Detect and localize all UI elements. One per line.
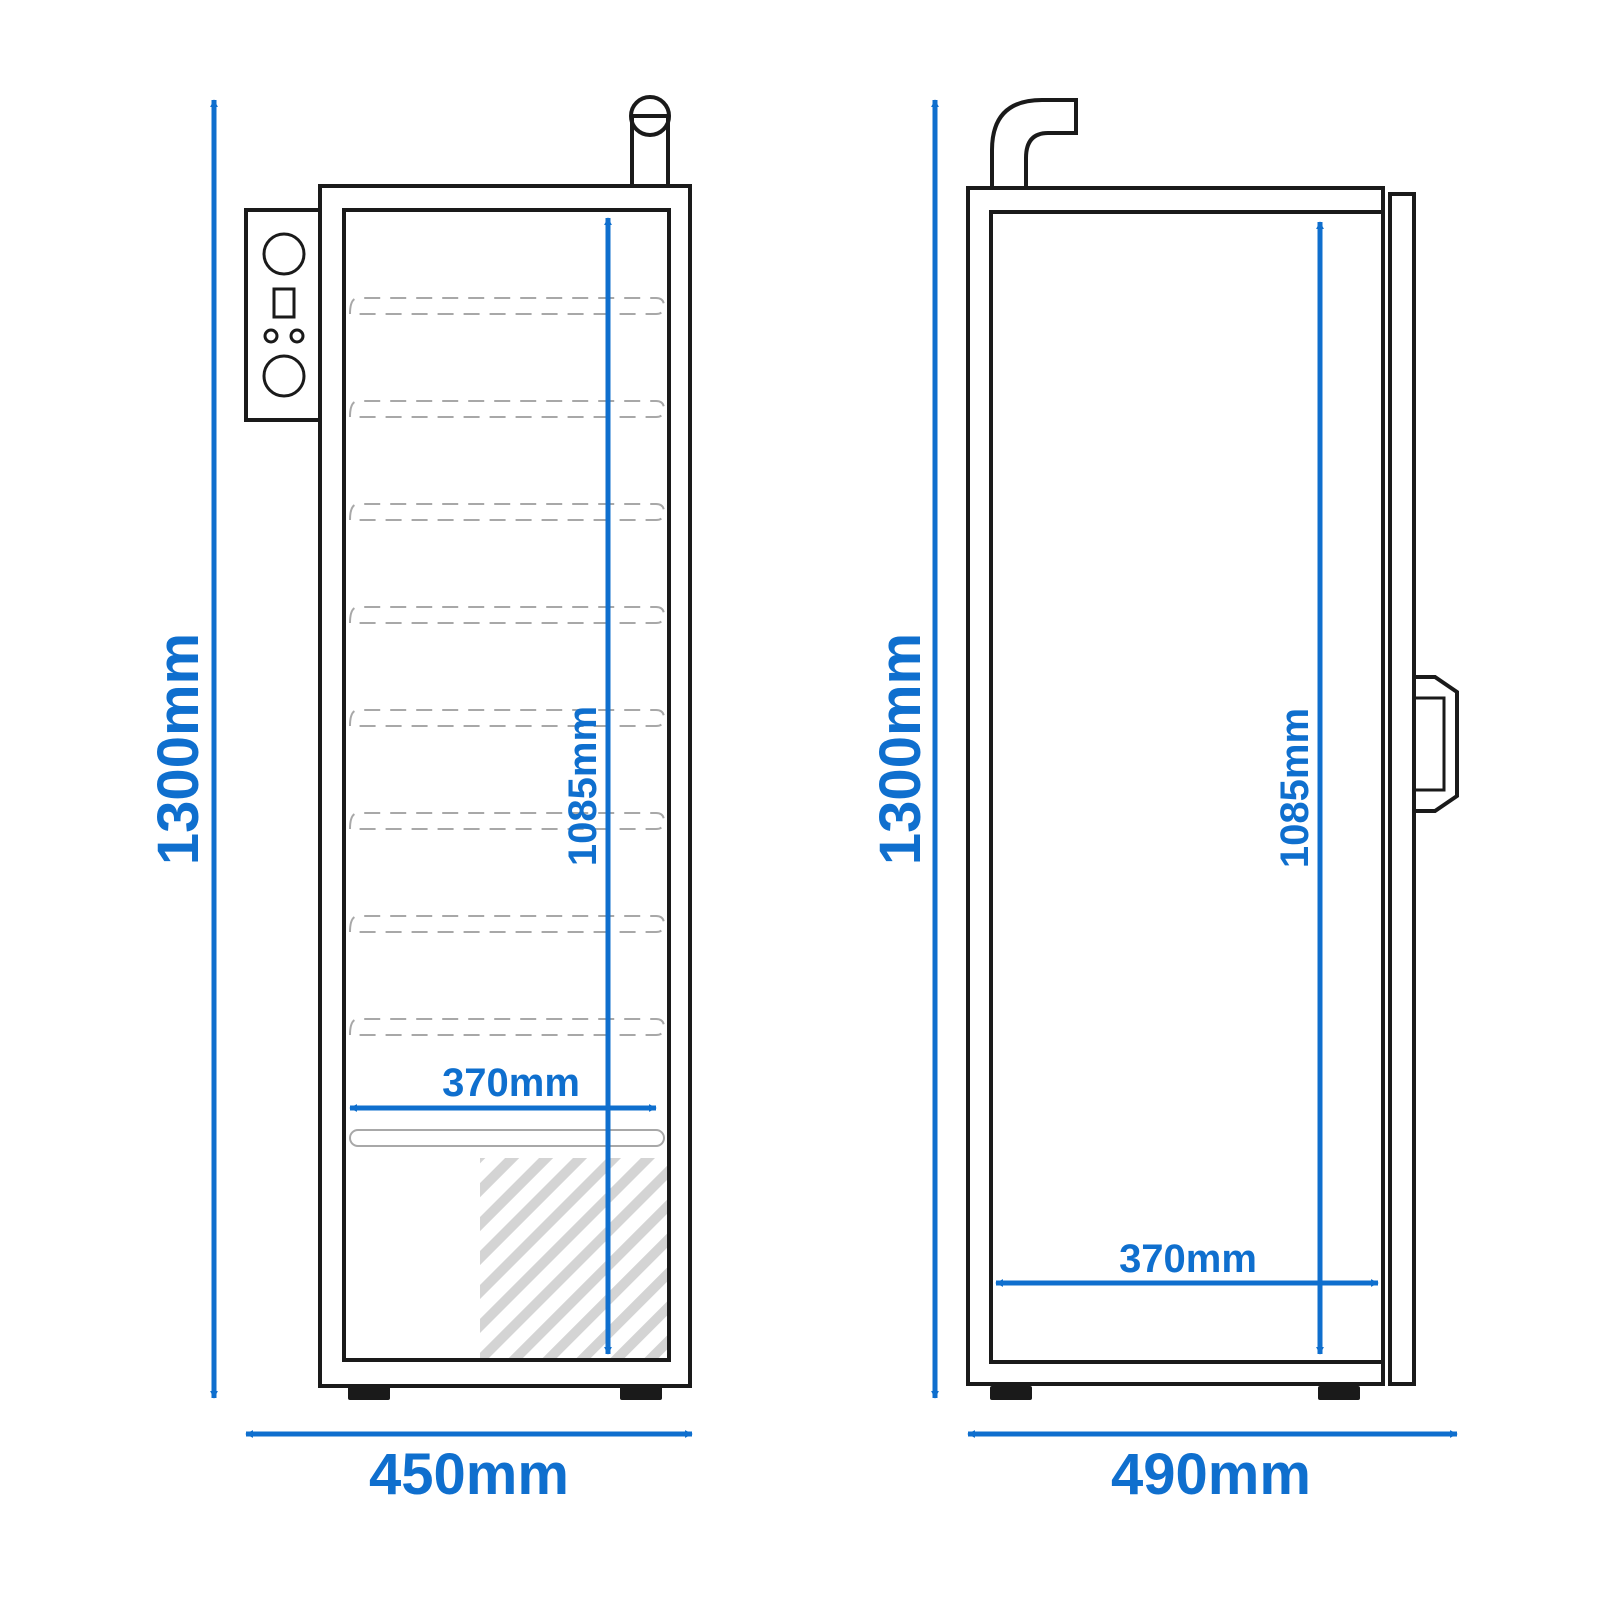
shelf (349, 503, 666, 521)
side-height-label: 1300mm (868, 633, 933, 865)
side-cabinet-inner (989, 210, 1385, 1364)
side-view: 1300mm 490mm 1085mm 370mm (868, 98, 1459, 1507)
front-interior-width-label: 370mm (442, 1061, 580, 1105)
control-panel (244, 208, 322, 422)
compressor-area (480, 1158, 667, 1358)
shelf (349, 1018, 666, 1036)
front-cabinet-outer (318, 184, 692, 1388)
front-view: 1300mm 450mm 1085mm 370mm (146, 95, 693, 1507)
foot (620, 1386, 662, 1400)
side-depth-label: 490mm (1111, 1442, 1311, 1507)
shelf (349, 812, 666, 830)
display-icon (272, 287, 296, 319)
bottom-rail (349, 1129, 665, 1147)
door-handle (1414, 675, 1459, 813)
side-interior-depth-label: 370mm (1119, 1237, 1257, 1281)
knob-icon (262, 354, 306, 398)
front-height-label: 1300mm (146, 633, 211, 865)
shelf-group (349, 297, 666, 1036)
foot (1318, 1386, 1360, 1400)
side-interior-height-label: 1085mm (1273, 708, 1317, 868)
shelf (349, 400, 666, 418)
front-door-glass (342, 208, 671, 1362)
shelf (349, 606, 666, 624)
side-door-panel (1388, 192, 1416, 1386)
button-icon (263, 328, 279, 344)
shelf (349, 915, 666, 933)
button-icon (289, 328, 305, 344)
shelf (349, 297, 666, 315)
front-width-label: 450mm (369, 1442, 569, 1507)
knob-icon (262, 232, 306, 276)
foot (990, 1386, 1032, 1400)
foot (348, 1386, 390, 1400)
front-interior-height-label: 1085mm (561, 706, 605, 866)
side-pipe (990, 98, 1078, 186)
front-pipe (629, 95, 671, 188)
shelf (349, 709, 666, 727)
